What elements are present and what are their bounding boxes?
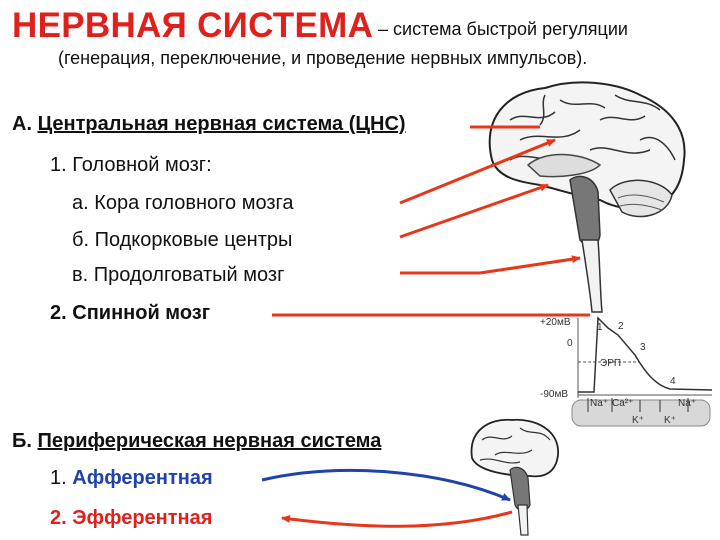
brain-illustration: [490, 82, 685, 312]
ion-k-1: K⁺: [632, 415, 644, 426]
ap-erp-label: ЭРП: [600, 358, 621, 369]
ion-na-2: Na⁺: [678, 398, 696, 409]
ion-na: Na⁺: [590, 398, 608, 409]
arrow-medulla: [480, 258, 580, 273]
ion-ca: Ca²⁺: [612, 398, 633, 409]
ap-top-label: +20мВ: [540, 317, 571, 328]
afferent-arrow: [262, 470, 510, 500]
ap-bottom-label: -90мВ: [540, 389, 568, 400]
action-potential-diagram: +20мВ 0 -90мВ 1 2 3 4 ЭРП Na⁺ Ca²⁺ K⁺ K⁺…: [540, 317, 712, 426]
ap-phase-2: 2: [618, 321, 624, 332]
ap-phase-3: 3: [640, 342, 646, 353]
ion-k-2: K⁺: [664, 415, 676, 426]
ap-zero-label: 0: [567, 338, 573, 349]
efferent-arrow: [282, 512, 512, 526]
ap-phase-1: 1: [597, 322, 603, 333]
ap-phase-4: 4: [670, 376, 676, 387]
